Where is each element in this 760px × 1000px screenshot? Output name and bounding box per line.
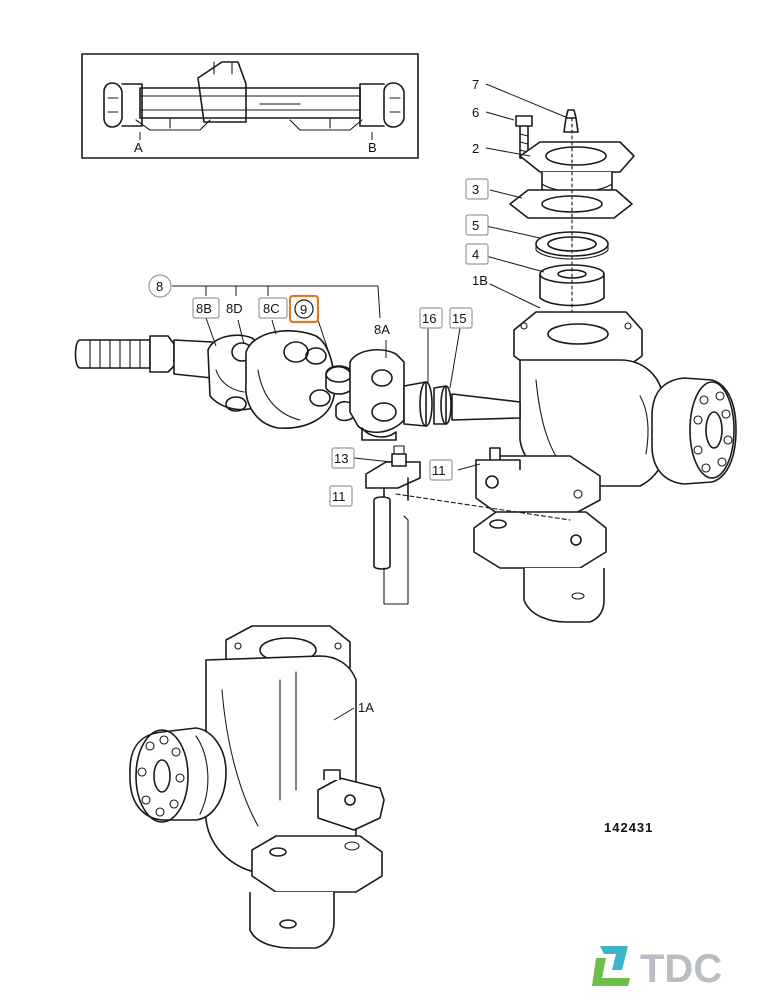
inset-frame xyxy=(81,53,419,159)
callout-16-box xyxy=(419,307,443,329)
callout-8: 8 xyxy=(156,279,163,294)
callout-13: 13 xyxy=(334,451,348,466)
axle-overview-inset: A B xyxy=(81,53,419,159)
callout-11-lower: 11 xyxy=(332,489,346,504)
callout-8a: 8A xyxy=(374,322,390,337)
callout-16: 16 xyxy=(422,311,436,326)
inset-label-a: A xyxy=(134,140,143,155)
inset-label-b: B xyxy=(368,140,377,155)
callout-8b-box xyxy=(192,297,220,319)
callout-8c: 8C xyxy=(263,301,280,316)
callout-1b: 1B xyxy=(472,273,488,288)
callout-3: 3 xyxy=(472,182,479,197)
callout-5: 5 xyxy=(472,218,479,233)
callout-1a: 1A xyxy=(358,700,374,715)
swivel-housing-1a xyxy=(129,625,385,949)
callout-11-upper: 11 xyxy=(432,463,446,478)
leader-lines xyxy=(172,83,569,721)
tdc-logo: TDC xyxy=(592,946,722,991)
callout-13-box xyxy=(331,447,355,469)
driveshaft-assembly xyxy=(74,330,521,441)
callout-6: 6 xyxy=(472,105,479,120)
reference-number: 142431 xyxy=(604,820,653,835)
callout-11-upper-box xyxy=(429,459,453,481)
callout-11-lower-box xyxy=(329,485,353,507)
logo-mark-top xyxy=(600,946,628,970)
logo-text: TDC xyxy=(640,947,722,991)
kingpin-stack xyxy=(509,109,635,331)
callout-9: 9 xyxy=(300,302,307,317)
swivel-housing-1b xyxy=(473,311,737,623)
callout-5-box xyxy=(465,214,489,236)
callout-7: 7 xyxy=(472,77,479,92)
callout-8d: 8D xyxy=(226,301,243,316)
callouts: 7 6 2 3 5 4 1B 8 8B 8D 8C 9 8A 16 15 13 … xyxy=(148,77,489,715)
callout-4: 4 xyxy=(472,247,479,262)
logo-mark-bottom xyxy=(592,958,630,986)
callout-15: 15 xyxy=(452,311,466,326)
callout-3-box xyxy=(465,178,489,200)
callout-4-box xyxy=(465,243,489,265)
kingpin-parts xyxy=(365,445,571,605)
callout-8-circle xyxy=(148,274,172,298)
callout-8c-box xyxy=(258,297,288,319)
callout-8b: 8B xyxy=(196,301,212,316)
callout-15-box xyxy=(449,307,473,329)
callout-2: 2 xyxy=(472,141,479,156)
